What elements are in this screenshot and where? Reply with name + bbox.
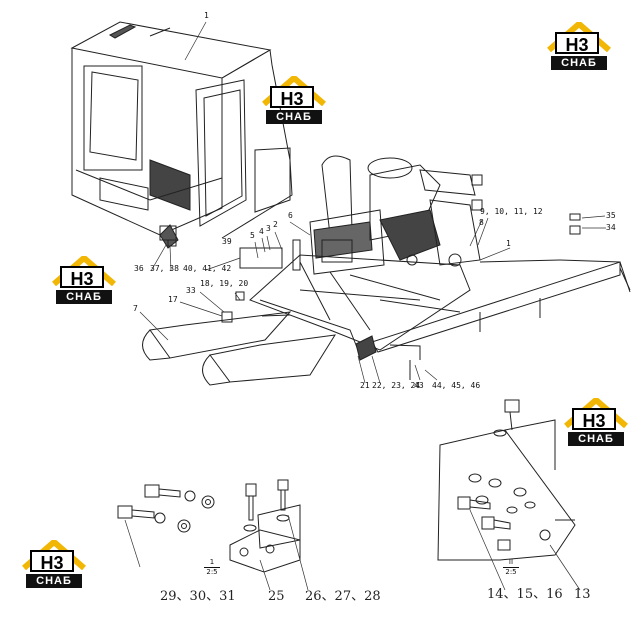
label-13: 13 <box>574 587 591 602</box>
callout-22-24: 22, 23, 24 <box>372 381 421 390</box>
callout-1: 1 <box>204 11 209 20</box>
seat-console <box>309 155 481 275</box>
callout-18-20: 18, 19, 20 <box>200 279 249 288</box>
watermark-logo: H3 CHAБ <box>18 540 90 598</box>
logo-brand: CHAБ <box>568 432 624 446</box>
floor-frame <box>249 239 631 380</box>
logo-mark: H3 <box>270 86 314 109</box>
logo-brand: CHAБ <box>56 290 112 304</box>
watermark-logo: H3 CHAБ <box>560 398 632 456</box>
callout-43: 43 <box>414 381 424 390</box>
callout-39: 39 <box>222 237 232 246</box>
callout-17: 17 <box>168 295 178 304</box>
callout-44-46: 44, 45, 46 <box>432 381 481 390</box>
bolt-detail-left <box>117 484 215 533</box>
logo-brand: CHAБ <box>266 110 322 124</box>
callout-33: 33 <box>186 286 196 295</box>
callout-8: 8 <box>479 218 484 227</box>
callout-7: 7 <box>133 304 138 313</box>
watermark-logo: H3 CHAБ <box>543 22 615 80</box>
callout-36: 36 <box>134 264 144 273</box>
logo-mark: H3 <box>60 266 104 289</box>
leader-lines <box>124 21 606 591</box>
detail-ii-bracket <box>437 399 576 561</box>
logo-brand: CHAБ <box>551 56 607 70</box>
detail-scale-2: II 2:5 <box>503 558 519 577</box>
detail-scale-1: 1 2:5 <box>204 558 220 577</box>
watermark-logo: H3 CHAБ <box>48 256 120 314</box>
logo-mark: H3 <box>572 408 616 431</box>
label-25: 25 <box>268 589 285 604</box>
watermark-logo: H3 CHAБ <box>258 76 330 134</box>
callout-40-42: 40, 41, 42 <box>183 264 232 273</box>
callout-35: 35 <box>606 211 616 220</box>
logo-mark: H3 <box>555 32 599 55</box>
bracket-detail <box>229 479 301 573</box>
callout-37-38: 37, 38 <box>150 264 179 273</box>
cab-assembly <box>70 21 293 249</box>
label-26-28: 26、27、28 <box>305 589 381 604</box>
logo-mark: H3 <box>30 550 74 573</box>
detail-scale-den: 2:5 <box>206 568 218 576</box>
callout-6: 6 <box>288 211 293 220</box>
callout-9-12: 9, 10, 11, 12 <box>480 207 543 216</box>
label-14-16: 14、15、16 <box>487 587 563 602</box>
label-29-31: 29、30、31 <box>160 589 236 604</box>
callout-21: 21 <box>360 381 370 390</box>
detail-scale-den: 2:5 <box>505 568 517 576</box>
detail-scale-num: 1 <box>204 558 220 568</box>
callout-5: 5 <box>250 231 255 240</box>
callout-4: 4 <box>259 227 264 236</box>
floor-mats <box>142 311 336 386</box>
callout-1b: 1 <box>506 239 511 248</box>
callout-3: 3 <box>266 224 271 233</box>
logo-brand: CHAБ <box>26 574 82 588</box>
detail-scale-num: II <box>503 558 519 568</box>
callout-34: 34 <box>606 223 616 232</box>
callout-2: 2 <box>273 220 278 229</box>
